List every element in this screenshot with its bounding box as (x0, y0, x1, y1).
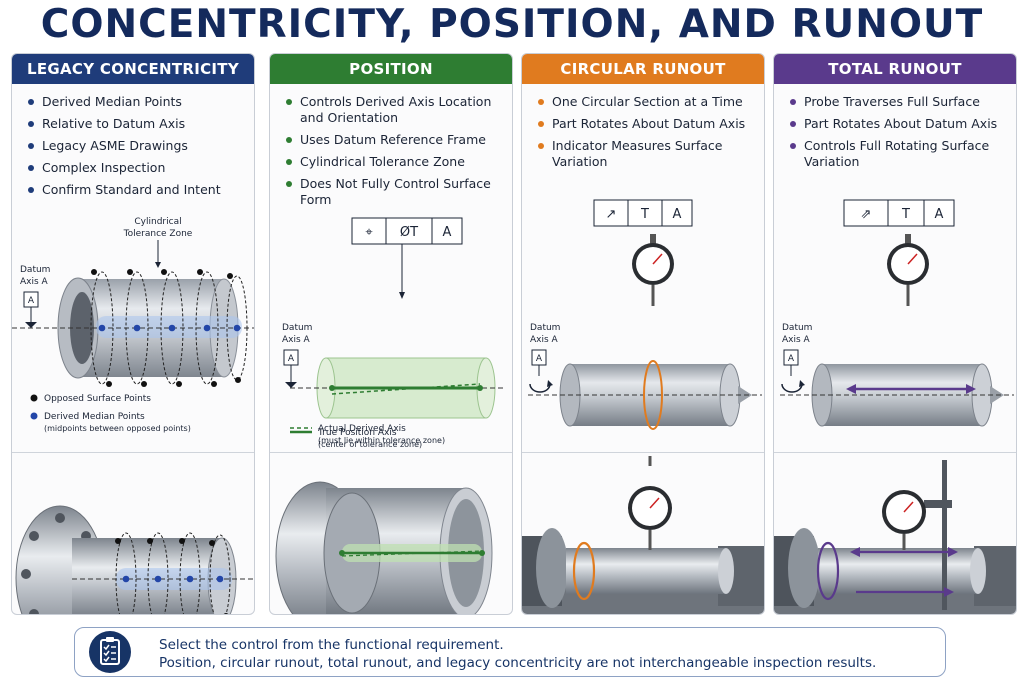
footer-line-1: Select the control from the functional r… (159, 637, 504, 653)
position-diagram: ⌖ ØT A Datum Axis A A True Position Axis… (282, 217, 506, 449)
actual-derived-axis (331, 383, 481, 395)
total-runout-symbol-icon: ⇗ (861, 207, 872, 222)
datum-letter: A (536, 354, 543, 364)
position-part-render (275, 481, 493, 614)
bullet-item: Controls Derived Axis Location and Orien… (284, 94, 502, 126)
rotation-arrow-icon (529, 383, 551, 393)
panel-legacy-concentricity: LEGACY CONCENTRICITY Derived Median Poin… (11, 53, 255, 615)
legend-true-note: (center of tolerance zone) (318, 440, 422, 449)
bullet-item: Derived Median Points (26, 94, 244, 110)
panel-header: POSITION (270, 54, 512, 84)
legend-median-points: Derived Median Points (44, 412, 145, 422)
fcf-datum: A (443, 225, 452, 240)
bullet-list: One Circular Section at a Time Part Rota… (522, 84, 764, 170)
fcf-datum: A (935, 207, 944, 222)
zone-label-line1: Cylindrical (134, 217, 181, 227)
bullet-item: Cylindrical Tolerance Zone (284, 154, 502, 170)
panel-header: TOTAL RUNOUT (774, 54, 1016, 84)
bullet-item: Legacy ASME Drawings (26, 138, 244, 154)
bullet-item: Indicator Measures Surface Variation (536, 138, 754, 170)
legend-true-axis: True Position Axis (317, 428, 397, 438)
datum-letter: A (288, 354, 295, 364)
bullet-item: Part Rotates About Datum Axis (788, 116, 1006, 132)
total-runout-diagram: ⇗ T A Datum Axis A A (780, 199, 1014, 427)
panel-position: POSITION Controls Derived Axis Location … (269, 53, 513, 615)
panel-header: LEGACY CONCENTRICITY (12, 54, 254, 84)
bullet-list: Controls Derived Axis Location and Orien… (270, 84, 512, 208)
datum-label-line2: Axis A (782, 335, 811, 345)
dial-indicator-icon (887, 234, 929, 306)
legend-actual-axis: Actual Derived Axis (318, 424, 406, 434)
fcf-datum: A (673, 207, 682, 222)
position-legend-actual: Actual Derived Axis (must lie within tol… (290, 424, 445, 445)
total-runout-setup-render (774, 460, 1016, 614)
footer-note: Select the control from the functional r… (74, 627, 946, 677)
zone-label-line2: Tolerance Zone (123, 229, 193, 239)
datum-label-line1: Datum (530, 323, 560, 333)
position-symbol-icon: ⌖ (365, 225, 373, 240)
bullet-item: Controls Full Rotating Surface Variation (788, 138, 1006, 170)
rotation-arrow-icon (781, 383, 803, 393)
circular-runout-symbol-icon: ↗ (606, 207, 617, 222)
fcf-tolerance: T (640, 207, 649, 222)
bullet-item: Relative to Datum Axis (26, 116, 244, 132)
legend-median-note: (midpoints between opposed points) (44, 424, 191, 433)
fcf-tolerance: ØT (400, 225, 418, 240)
datum-label-line1: Datum (20, 265, 50, 275)
datum-label-line2: Axis A (530, 335, 559, 345)
datum-label-line2: Axis A (282, 335, 311, 345)
bullet-item: Confirm Standard and Intent (26, 182, 244, 198)
bullet-item: Uses Datum Reference Frame (284, 132, 502, 148)
feature-control-frame: ⇗ T A (843, 199, 955, 227)
bullet-list: Probe Traverses Full Surface Part Rotate… (774, 84, 1016, 170)
circular-section-marker (643, 360, 663, 430)
dial-indicator-icon (632, 234, 674, 306)
fcf-tolerance: T (901, 207, 910, 222)
circular-runout-diagram: ↗ T A Datum Axis A A (528, 199, 762, 430)
bullet-item: One Circular Section at a Time (536, 94, 754, 110)
bullet-item: Does Not Fully Control Surface Form (284, 176, 502, 208)
bullet-item: Part Rotates About Datum Axis (536, 116, 754, 132)
bullet-list: Derived Median Points Relative to Datum … (12, 84, 254, 198)
feature-control-frame: ⌖ ØT A (351, 217, 463, 245)
page-title: CONCENTRICITY, POSITION, AND RUNOUT (40, 2, 984, 47)
datum-letter: A (28, 296, 35, 306)
circular-runout-setup-render (522, 456, 764, 614)
panel-total-runout: TOTAL RUNOUT Probe Traverses Full Surfac… (773, 53, 1017, 615)
feature-control-frame: ↗ T A (593, 199, 693, 227)
datum-label-line1: Datum (782, 323, 812, 333)
concentricity-diagram: Cylindrical Tolerance Zone Datum Axis A … (12, 217, 254, 433)
panel-header: CIRCULAR RUNOUT (522, 54, 764, 84)
concentricity-part-render (15, 505, 254, 614)
panel-circular-runout: CIRCULAR RUNOUT One Circular Section at … (521, 53, 765, 615)
legend-actual-note: (must lie within tolerance zone) (318, 436, 445, 445)
datum-label-line2: Axis A (20, 277, 49, 287)
footer-line-2: Position, circular runout, total runout,… (159, 655, 877, 671)
clipboard-checklist-icon (89, 631, 131, 673)
bullet-item: Complex Inspection (26, 160, 244, 176)
datum-label-line1: Datum (282, 323, 312, 333)
bullet-item: Probe Traverses Full Surface (788, 94, 1006, 110)
datum-letter: A (788, 354, 795, 364)
legend-opposed-points: Opposed Surface Points (44, 394, 151, 404)
